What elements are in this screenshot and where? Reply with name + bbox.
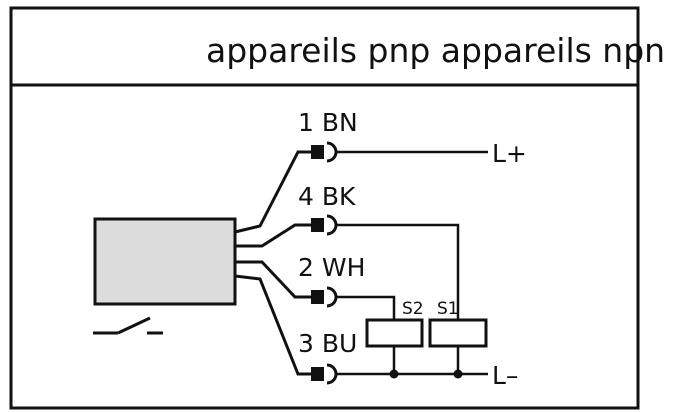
- rail-label-minus: L–: [492, 361, 518, 390]
- connector-pin-3: [311, 363, 338, 385]
- load-label-s1: S1: [437, 299, 459, 319]
- junction-dot: [453, 369, 463, 379]
- load-label-s2: S2: [402, 299, 424, 319]
- pin-label-1: 1 BN: [298, 108, 358, 137]
- pin-label-4: 4 BK: [298, 182, 356, 211]
- diagram-frame: [9, 6, 640, 410]
- load-box-s1: [428, 318, 488, 348]
- junction-dot: [389, 369, 399, 379]
- sensor-body: [93, 217, 237, 306]
- switch-symbol: [93, 316, 163, 335]
- sensor-cables: [234, 150, 311, 376]
- rail-label-plus: L+: [492, 139, 527, 168]
- pin-label-3: 3 BU: [298, 329, 357, 358]
- connector-pin-4: [311, 214, 338, 236]
- connector-pin-2: [311, 286, 338, 308]
- header-title: appareils pnp appareils npn: [206, 31, 665, 70]
- wiring: [336, 150, 488, 376]
- connector-pin-1: [311, 141, 338, 163]
- load-box-s2: [365, 318, 424, 348]
- pin-label-2: 2 WH: [298, 253, 365, 282]
